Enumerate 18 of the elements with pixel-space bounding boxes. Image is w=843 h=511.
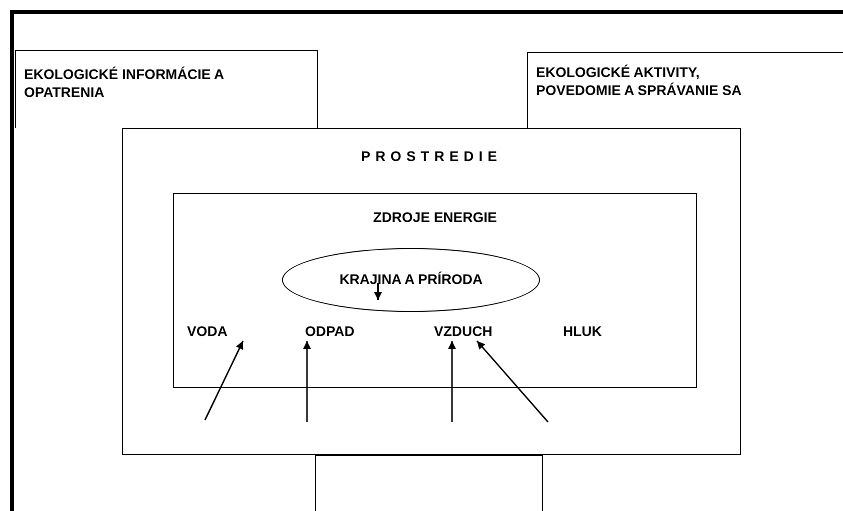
arrow xyxy=(204,340,244,420)
node-label: VODA xyxy=(187,322,245,340)
box-text: EKOLOGICKÉ AKTIVITY, POVEDOMIE A SPRÁVANIE SA xyxy=(536,63,743,99)
arrow xyxy=(476,340,549,422)
node-label: ODPAD xyxy=(305,322,367,340)
arrow xyxy=(303,341,311,422)
node-label: VZDUCH xyxy=(434,322,506,340)
empty-box xyxy=(315,455,543,511)
text-box xyxy=(122,128,741,455)
text-box xyxy=(527,52,843,128)
text-box xyxy=(173,193,697,388)
arrow xyxy=(448,341,456,422)
node-label: HLUK xyxy=(563,322,608,340)
box-title: PROSTREDIE xyxy=(360,147,503,165)
box-text: KRAJINA A PRÍRODA xyxy=(338,270,484,288)
box-title: ZDROJE ENERGIE xyxy=(372,208,498,226)
box-text: EKOLOGICKÉ INFORMÁCIE A OPATRENIA xyxy=(24,65,225,101)
text-box xyxy=(15,50,318,128)
